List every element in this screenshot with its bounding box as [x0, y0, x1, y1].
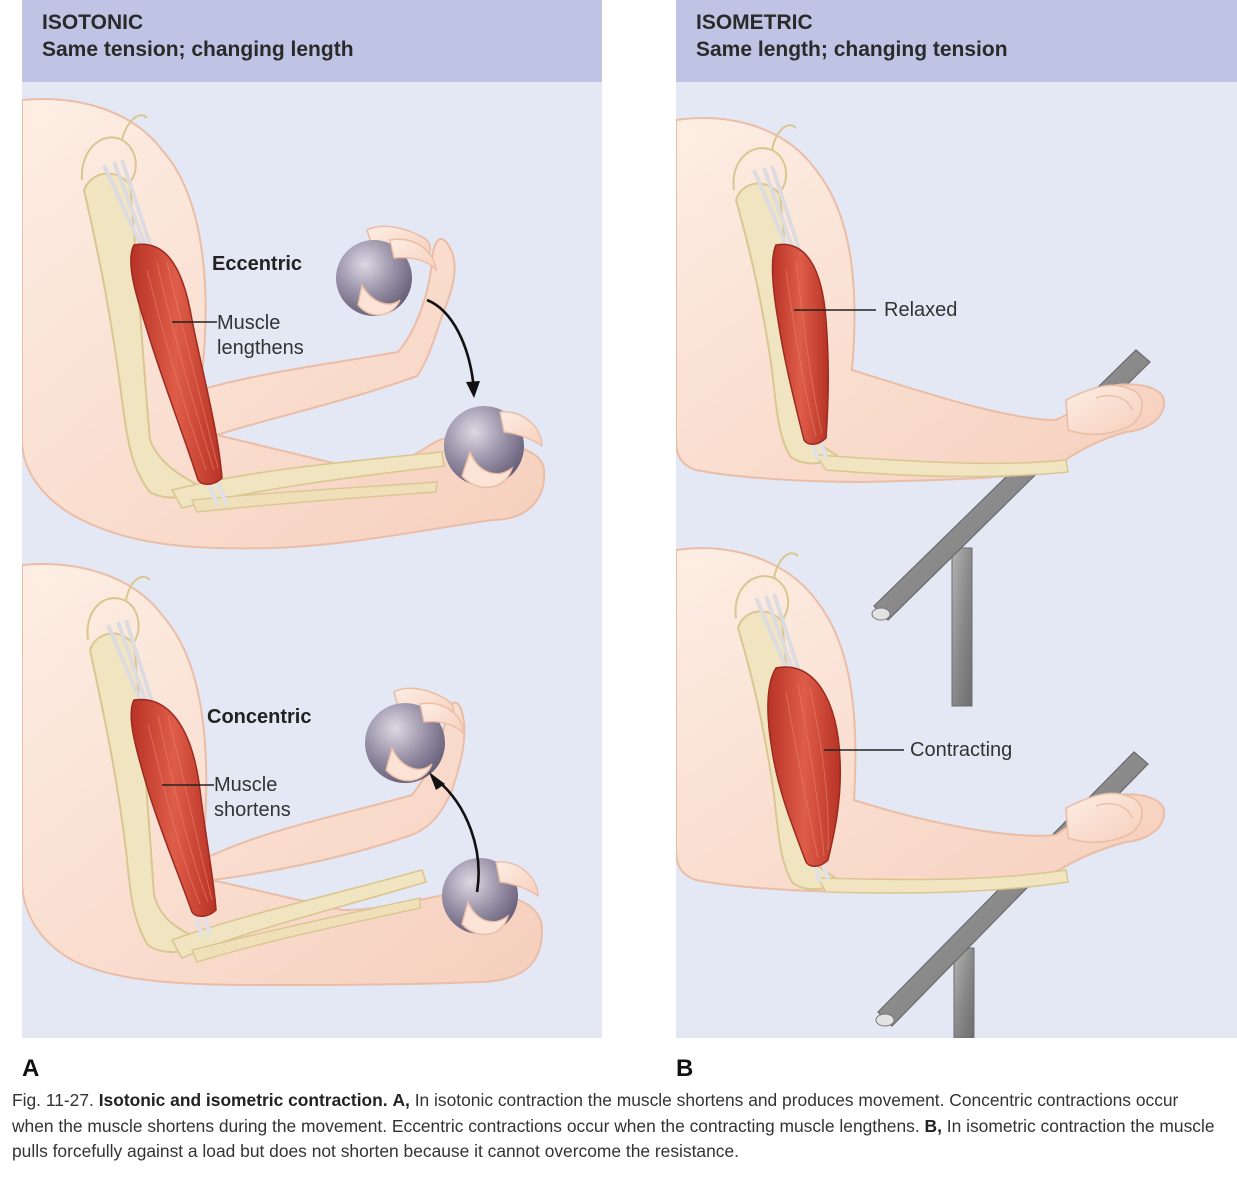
eccentric-arm: [22, 98, 546, 550]
caption-fig-number: Fig. 11-27.: [12, 1090, 94, 1110]
concentric-label: Concentric: [207, 706, 312, 728]
caption-b-marker: B,: [924, 1115, 942, 1136]
panel-b-subtitle: Same length; changing tension: [696, 38, 1008, 61]
relaxed-arm: [676, 117, 1166, 484]
eccentric-label: Eccentric: [212, 253, 303, 275]
panel-a-subtitle: Same tension; changing length: [42, 38, 354, 61]
isometric-illustration: [676, 117, 1166, 1038]
caption-b-text: In isometric contraction the muscle pull…: [12, 1115, 1215, 1162]
contracting-label: Contracting: [910, 739, 1013, 761]
figure-caption: Fig. 11-27. Isotonic and isometric contr…: [12, 1088, 1222, 1165]
caption-a-marker: A,: [392, 1090, 410, 1110]
muscle-shortens-label-line2: shortens: [214, 799, 291, 821]
relaxed-label: Relaxed: [884, 299, 958, 321]
panel-isotonic: ISOTONIC Same tension; changing length: [22, 0, 602, 1038]
muscle-lengthens-label-line2: lengthens: [217, 337, 304, 359]
concentric-arm: [22, 563, 544, 987]
panel-isometric: ISOMETRIC Same length; changing tension: [676, 0, 1237, 1038]
panel-b-header: ISOMETRIC Same length; changing tension: [676, 0, 1237, 82]
panel-a-header: ISOTONIC Same tension; changing length: [22, 0, 602, 82]
panel-b-title: ISOMETRIC: [696, 11, 813, 34]
contracting-arm: [676, 547, 1166, 894]
caption-title: Isotonic and isometric contraction.: [98, 1090, 388, 1110]
muscle-lengthens-label-line1: Muscle: [217, 312, 281, 334]
panel-a-letter: A: [22, 1055, 40, 1082]
muscle-shortens-label-line1: Muscle: [214, 774, 278, 796]
isotonic-illustration: [22, 98, 546, 987]
caption-a-text: In isotonic contraction the muscle short…: [12, 1090, 1179, 1136]
panel-a-title: ISOTONIC: [42, 11, 144, 34]
panel-b-letter: B: [676, 1055, 694, 1082]
